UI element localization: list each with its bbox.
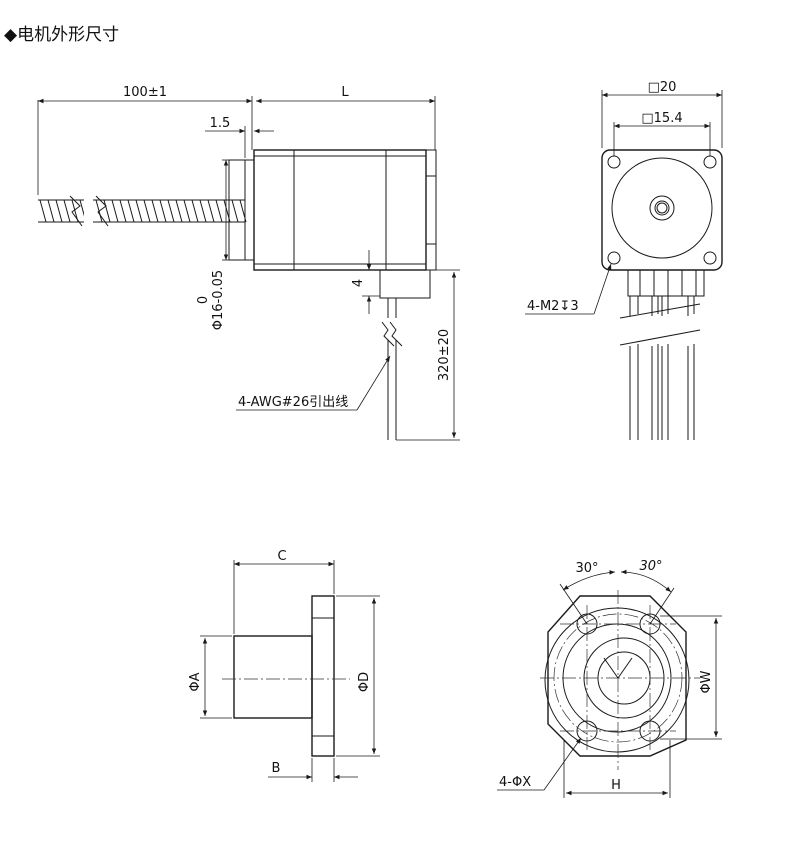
lead-length-label: 100±1 [123,85,167,100]
nut-holes-label: 4-ΦX [499,775,531,790]
flange-thickness-label: 1.5 [210,116,231,131]
nut-flange-outline [547,595,687,757]
shaft-boss [228,159,246,261]
lead-screw [38,195,247,227]
motor-side-view: 100±1 L 1.5 0 Φ16-0.05 4 320±20 4-AWG#26… [37,85,460,441]
wire-offset-label: 4 [351,279,366,287]
hole-pitch-label: □15.4 [641,111,682,126]
body-length-label: L [341,85,349,100]
nut-side-view: C ΦA ΦD B [188,549,380,782]
mount-hole-tr [703,155,717,169]
lead-wire-label: 4-AWG#26引出线 [238,395,348,410]
motor-flange-square [601,149,723,271]
motor-front-view: □20 □15.4 4-M2↧3 [525,80,723,440]
nut-flange-b-label: B [272,761,281,776]
nut-dia-a-label: ΦA [188,672,203,691]
outer-square-label: □20 [648,80,677,95]
nut-front-view: 30° 30° ΦW H 4-ΦX [497,559,722,798]
nut-dia-w-label: ΦW [699,670,714,693]
mount-hole-tl [607,155,621,169]
nut-flange [311,595,335,757]
nut-width-h-label: H [611,778,621,793]
angle2-label: 30° [639,559,662,574]
section-title: ◆电机外形尺寸 [4,25,119,45]
nut-barrel [233,635,313,719]
mount-holes-label: 4-M2↧3 [527,299,579,314]
motor-body [253,149,427,271]
wire-length-label: 320±20 [437,329,452,381]
angle1-label: 30° [575,561,598,576]
nut-dia-d-label: ΦD [357,672,372,692]
mount-hole-br [703,251,717,265]
nut-length-c-label: C [277,549,286,564]
boss-dia-label: Φ16-0.05 [211,270,226,330]
mount-hole-bl [607,251,621,265]
boss-dia-tol-label: 0 [196,296,211,304]
